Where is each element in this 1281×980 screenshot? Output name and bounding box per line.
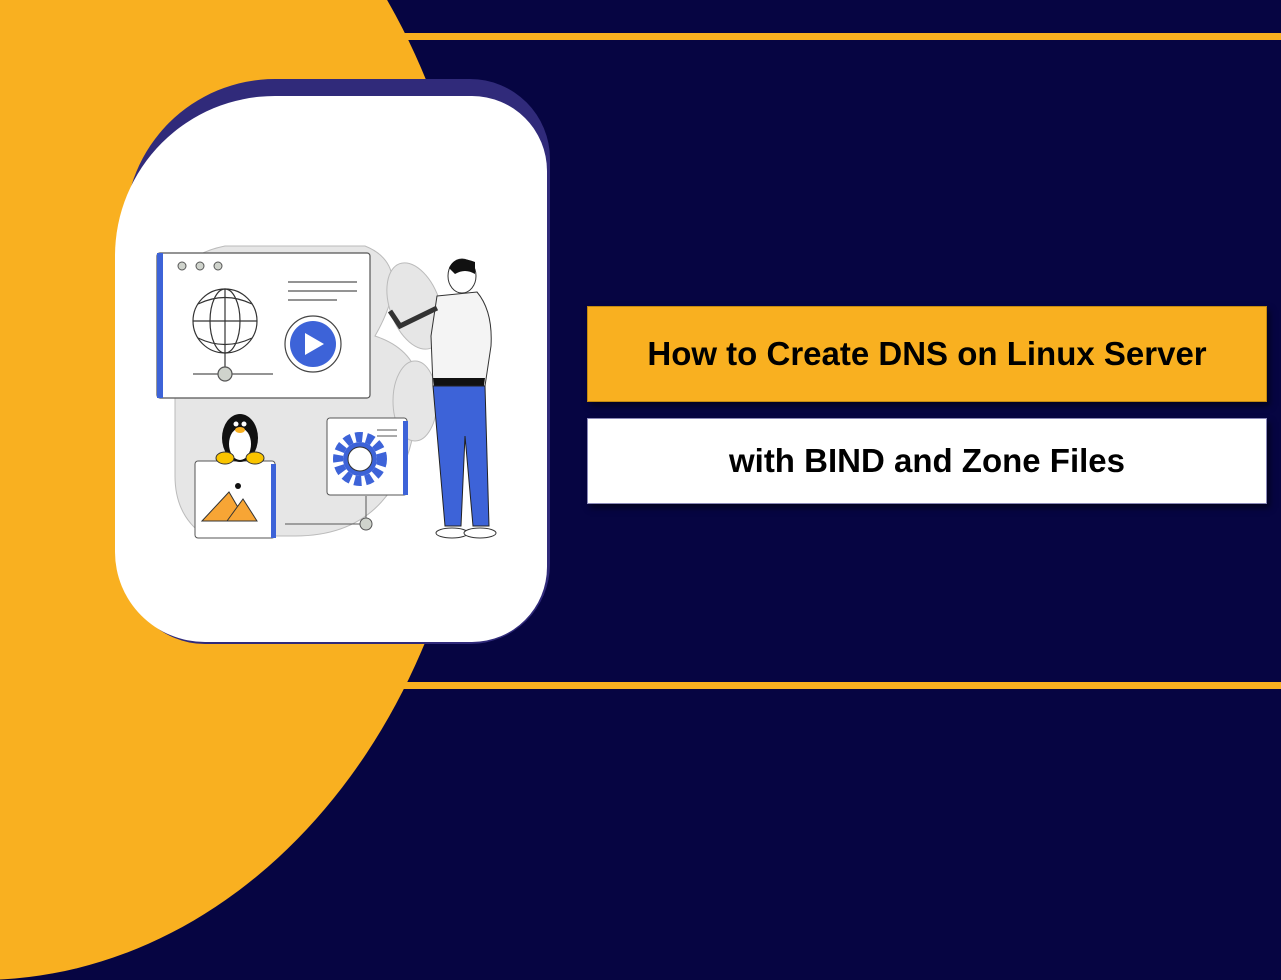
bottom-stripe xyxy=(300,682,1281,689)
image-icon xyxy=(194,460,276,539)
tux-penguin-icon xyxy=(215,414,265,465)
title-line-1: How to Create DNS on Linux Server xyxy=(647,335,1207,372)
top-stripe xyxy=(300,33,1281,40)
globe-icon xyxy=(192,288,273,382)
title-line-2: with BIND and Zone Files xyxy=(728,442,1126,479)
title-banner-primary: How to Create DNS on Linux Server xyxy=(587,306,1267,402)
gear-icon xyxy=(285,417,408,531)
browser-window-icon xyxy=(156,252,371,399)
person-pointing-figure xyxy=(387,258,497,539)
illustration-card xyxy=(115,96,547,642)
title-banner-secondary: with BIND and Zone Files xyxy=(587,418,1267,504)
illustration xyxy=(156,245,497,539)
play-button-icon xyxy=(284,315,342,373)
